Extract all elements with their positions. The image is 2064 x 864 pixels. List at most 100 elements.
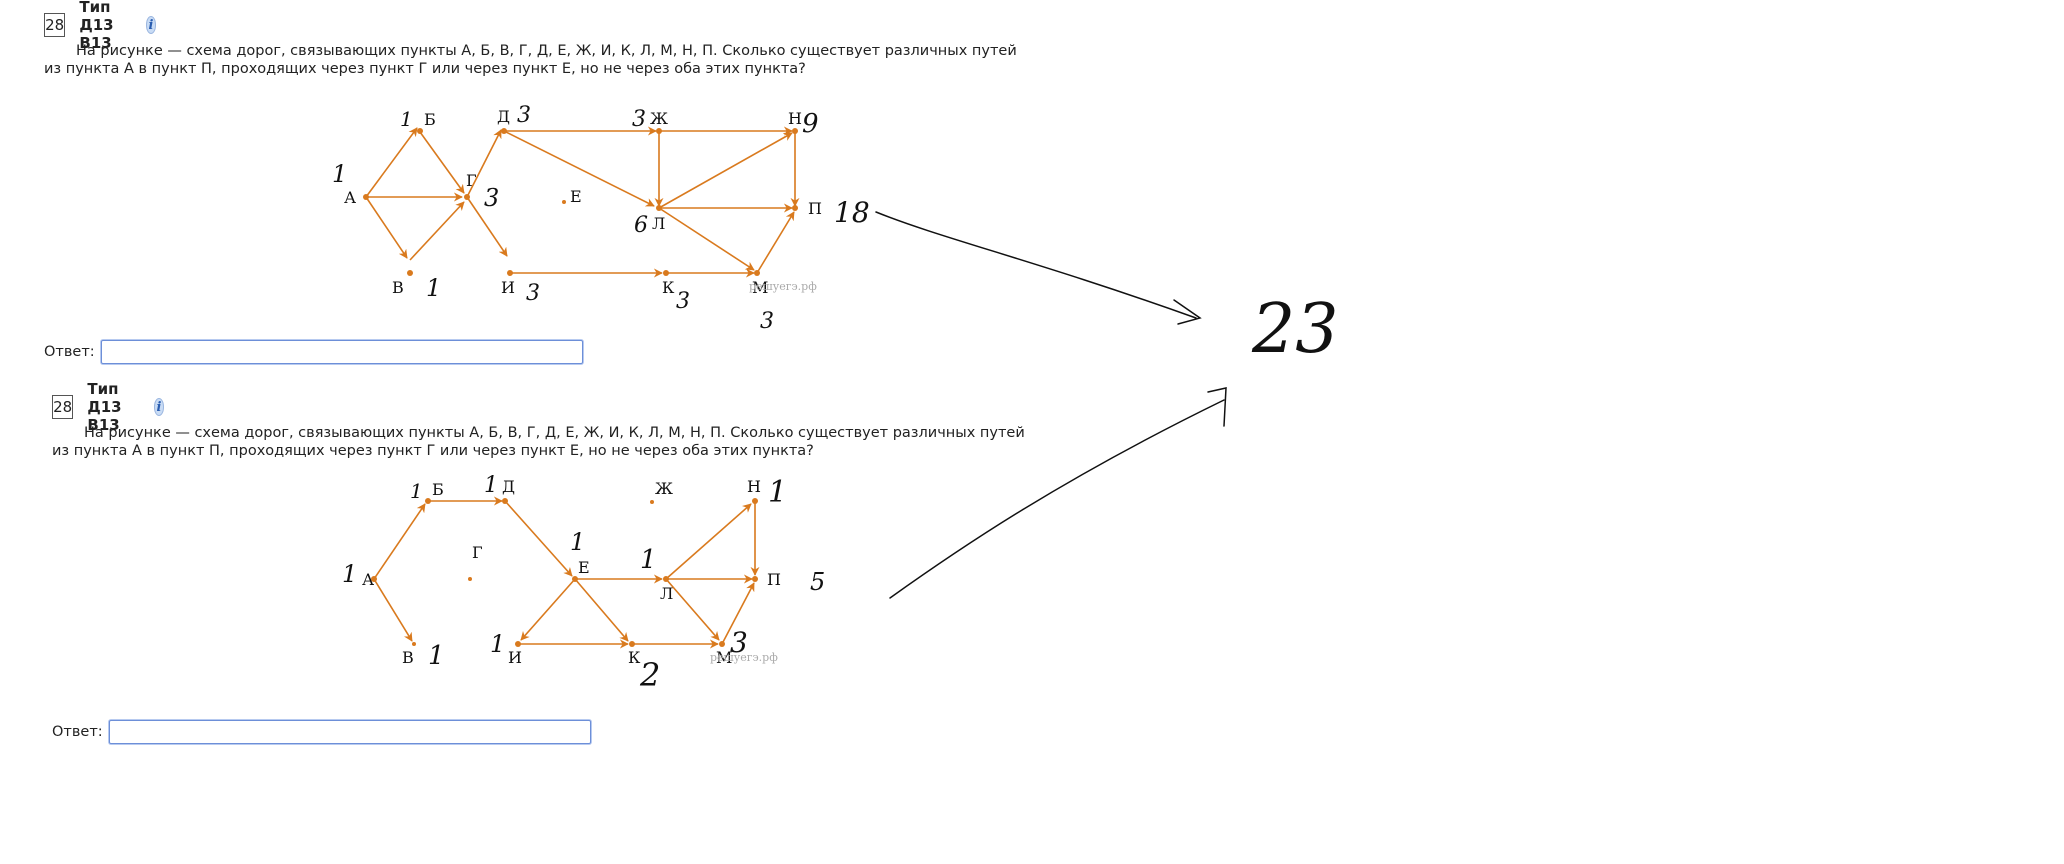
answer-input[interactable] bbox=[108, 720, 591, 744]
node-n bbox=[792, 128, 798, 134]
note-i: 1 bbox=[490, 630, 505, 658]
answer-label: Ответ: bbox=[52, 724, 103, 740]
node-n bbox=[752, 498, 758, 504]
edge-a-b bbox=[365, 127, 418, 198]
node-zh bbox=[650, 500, 654, 504]
task-number: 28 bbox=[52, 395, 74, 419]
task-type[interactable]: Тип Д13 B13 bbox=[87, 380, 122, 434]
node-b bbox=[417, 128, 423, 134]
node-e bbox=[572, 576, 578, 582]
edge-g-d bbox=[466, 129, 502, 198]
note-d: 1 bbox=[484, 473, 498, 498]
edge-l-m bbox=[665, 578, 720, 641]
edge-e-k bbox=[574, 578, 629, 642]
edge-d-l bbox=[503, 130, 655, 207]
edge-v-g bbox=[409, 201, 465, 261]
note-zh: 3 bbox=[632, 107, 646, 132]
label-g: Г bbox=[472, 543, 483, 562]
edge-a-v bbox=[373, 578, 413, 642]
note-g: 3 bbox=[484, 184, 499, 212]
note-n: 1 bbox=[768, 475, 787, 510]
task-header: 28 Тип Д13 B13 i bbox=[44, 0, 157, 52]
edge-l-n bbox=[658, 132, 793, 209]
node-g bbox=[468, 577, 472, 581]
task-type[interactable]: Тип Д13 B13 bbox=[79, 0, 114, 52]
edge-l-m bbox=[658, 207, 755, 271]
edge-e-i bbox=[520, 578, 576, 641]
note-v: 1 bbox=[428, 641, 445, 671]
task-number: 28 bbox=[44, 13, 66, 37]
arrow-stroke-top bbox=[875, 211, 1197, 319]
label-b: Б bbox=[432, 480, 444, 499]
arrow-stroke-bottom bbox=[889, 399, 1225, 599]
label-p: П bbox=[767, 570, 781, 589]
label-d: Д bbox=[497, 107, 510, 126]
note-a: 1 bbox=[342, 560, 357, 588]
note-b: 1 bbox=[410, 479, 423, 503]
label-n: Н bbox=[788, 109, 802, 128]
note-l: 6 bbox=[634, 213, 648, 238]
note-b: 1 bbox=[400, 107, 413, 131]
arrow-head-bottom bbox=[1207, 387, 1227, 427]
note-l: 1 bbox=[640, 545, 657, 575]
node-v bbox=[412, 642, 416, 646]
edge-m-p bbox=[756, 211, 795, 274]
note-n: 9 bbox=[802, 109, 819, 139]
task-text: На рисунке — схема дорог, связывающих пу… bbox=[52, 424, 1112, 460]
node-p bbox=[792, 205, 798, 211]
node-l bbox=[656, 205, 662, 211]
label-v: В bbox=[392, 278, 404, 297]
watermark: решуегэ.рф bbox=[710, 651, 778, 664]
note-m: 3 bbox=[760, 309, 774, 330]
label-e: Е bbox=[578, 558, 590, 577]
label-zh: Ж bbox=[655, 479, 673, 498]
edge-a-v bbox=[365, 196, 408, 259]
note-v: 1 bbox=[426, 274, 441, 302]
note-p: 5 bbox=[810, 568, 825, 596]
note-p: 18 bbox=[834, 196, 870, 229]
node-v bbox=[407, 270, 413, 276]
answer-label: Ответ: bbox=[44, 344, 95, 360]
info-icon[interactable]: i bbox=[153, 398, 165, 416]
note-i: 3 bbox=[526, 281, 540, 306]
node-zh bbox=[656, 128, 662, 134]
note-k: 2 bbox=[639, 656, 660, 694]
note-d: 3 bbox=[517, 103, 531, 128]
node-m bbox=[754, 270, 760, 276]
task-text-line1: На рисунке — схема дорог, связывающих пу… bbox=[84, 425, 1025, 441]
label-k: К bbox=[628, 648, 641, 667]
task-text-line2: из пункта А в пункт П, проходящих через … bbox=[44, 61, 806, 77]
label-b: Б bbox=[424, 110, 436, 129]
arrow-head-top bbox=[1173, 299, 1202, 325]
note-k: 3 bbox=[676, 289, 690, 314]
note-a: 1 bbox=[332, 160, 347, 188]
info-icon[interactable]: i bbox=[145, 16, 157, 34]
label-i: И bbox=[501, 278, 515, 297]
node-k bbox=[663, 270, 669, 276]
total-note: 23 bbox=[1251, 290, 1339, 369]
edge-l-n bbox=[665, 503, 752, 580]
answer-input[interactable] bbox=[100, 340, 583, 364]
note-m: 3 bbox=[730, 626, 748, 659]
node-k bbox=[629, 641, 635, 647]
task-text: На рисунке — схема дорог, связывающих пу… bbox=[44, 42, 1104, 78]
task-text-line2: из пункта А в пункт П, проходящих через … bbox=[52, 443, 814, 459]
node-d bbox=[502, 498, 508, 504]
edge-m-p bbox=[721, 582, 755, 645]
label-i: И bbox=[508, 648, 522, 667]
label-v: В bbox=[402, 648, 414, 667]
label-a: А bbox=[362, 570, 374, 589]
answer-row: Ответ: bbox=[44, 340, 583, 364]
label-m: М bbox=[752, 278, 768, 297]
node-l bbox=[663, 576, 669, 582]
label-d: Д bbox=[502, 477, 515, 496]
node-p bbox=[752, 576, 758, 582]
node-a bbox=[363, 194, 369, 200]
watermark: решуегэ.рф bbox=[749, 280, 817, 293]
node-m bbox=[719, 641, 725, 647]
node-e bbox=[562, 200, 566, 204]
task-text-line1: На рисунке — схема дорог, связывающих пу… bbox=[76, 43, 1017, 59]
label-p: П bbox=[808, 199, 822, 218]
label-n: Н bbox=[747, 477, 761, 496]
